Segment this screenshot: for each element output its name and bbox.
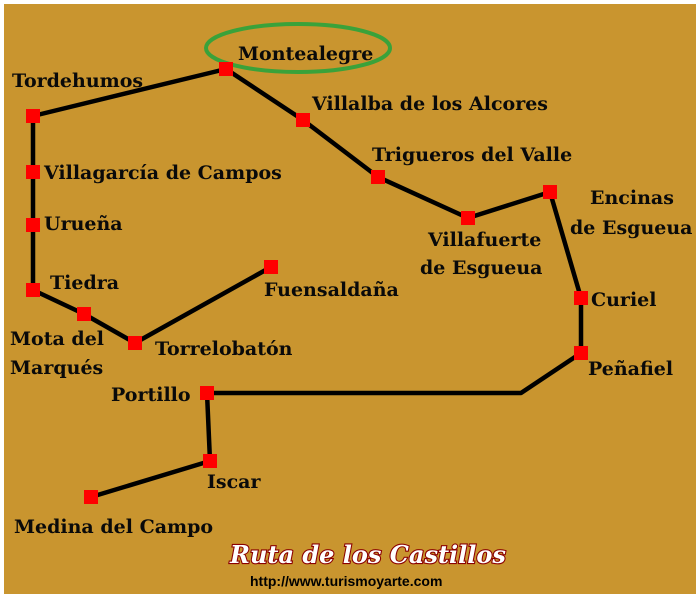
town-label-portillo: Portillo [111, 384, 191, 406]
town-label-tiedra: Tiedra [50, 272, 119, 294]
route-title-logo: Ruta de los Castillos [229, 540, 506, 569]
town-label-villafuerte-line1: Villafuerte [427, 229, 541, 251]
town-label-montealegre: Montealegre [238, 43, 373, 65]
route-tiedra-torrelobaton [30, 264, 274, 346]
town-label-encinas-line2: de Esgueua [570, 217, 692, 239]
town-marker-uruena [26, 218, 40, 232]
town-marker-torrelobaton [128, 336, 142, 350]
town-label-villalba: Villalba de los Alcores [311, 93, 548, 115]
town-marker-curiel [574, 291, 588, 305]
town-label-medina: Medina del Campo [14, 516, 213, 538]
town-marker-villalba [296, 113, 310, 127]
town-label-torrelobaton: Torrelobatón [155, 338, 293, 360]
town-marker-mota-del-marques [77, 307, 91, 321]
town-label-penafiel: Peñafiel [588, 358, 673, 380]
town-label-mota-line2: Marqués [10, 357, 103, 379]
town-marker-trigueros [371, 170, 385, 184]
town-label-mota-line1: Mota del [10, 328, 104, 350]
town-marker-medina [84, 490, 98, 504]
town-label-tordehumos: Tordehumos [12, 70, 143, 92]
town-label-curiel: Curiel [591, 289, 656, 311]
town-marker-iscar [203, 454, 217, 468]
town-label-villafuerte-line2: de Esgueua [420, 257, 542, 279]
town-label-iscar: Iscar [207, 471, 261, 493]
town-label-villagarcia: Villagarcía de Campos [43, 162, 282, 184]
town-label-uruena: Urueña [44, 213, 123, 235]
town-marker-tordehumos [26, 109, 40, 123]
town-marker-encinas [543, 185, 557, 199]
town-marker-tiedra [26, 283, 40, 297]
town-label-trigueros: Trigueros del Valle [372, 144, 572, 166]
montealegre-highlight-ring [204, 22, 392, 74]
town-marker-penafiel [574, 346, 588, 360]
town-marker-villafuerte [461, 211, 475, 225]
town-marker-villagarcia [26, 165, 40, 179]
website-url: http://www.turismoyarte.com [250, 573, 442, 589]
town-marker-portillo [200, 386, 214, 400]
town-marker-fuensaldana [264, 260, 278, 274]
town-label-fuensaldana: Fuensaldaña [264, 279, 399, 301]
town-marker-montealegre [219, 62, 233, 76]
town-label-encinas-line1: Encinas [590, 187, 674, 209]
